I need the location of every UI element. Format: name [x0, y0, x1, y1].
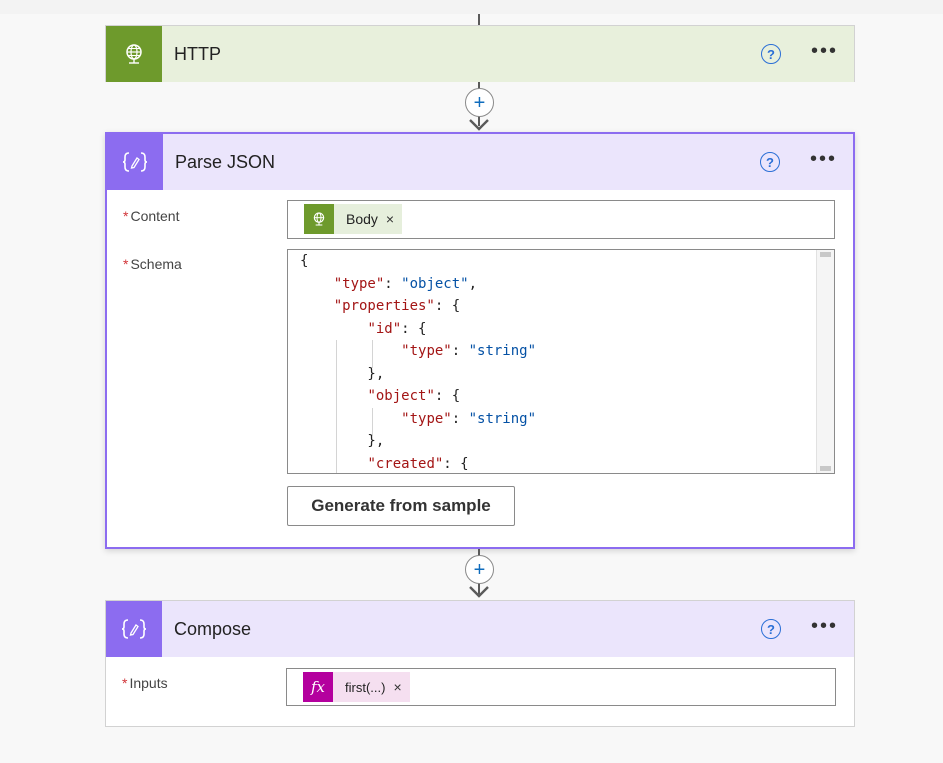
compose-card-title: Compose — [174, 618, 252, 639]
first-expression-token-label: first(...) — [345, 679, 386, 695]
connector-line — [478, 14, 480, 25]
code-line: "id": { — [367, 320, 427, 337]
close-icon[interactable]: × — [385, 211, 395, 227]
top-strip — [0, 0, 943, 14]
code-line: "type": "string" — [401, 410, 537, 427]
code-line: { — [300, 253, 309, 269]
http-card-title: HTTP — [174, 43, 221, 64]
question-circle-icon[interactable]: ? — [759, 152, 780, 172]
schema-editor[interactable]: { "type": "object", "properties": { "id"… — [287, 249, 835, 474]
required-marker: * — [122, 675, 128, 691]
ellipsis-icon[interactable]: ••• — [810, 615, 838, 637]
question-circle-icon[interactable]: ? — [760, 619, 781, 639]
schema-label: *Schema — [123, 256, 182, 272]
code-line: "created": { — [367, 455, 469, 472]
body-token-label: Body — [346, 211, 378, 227]
ellipsis-icon[interactable]: ••• — [810, 40, 838, 62]
parse-json-card-title: Parse JSON — [175, 151, 276, 172]
parse-json-action-card[interactable]: Parse JSON ? ••• *Content Body × — [105, 132, 855, 549]
json-braces-icon — [106, 601, 162, 657]
close-icon[interactable]: × — [393, 679, 402, 695]
http-action-card[interactable]: HTTP ? ••• — [105, 25, 855, 82]
globe-icon — [304, 204, 334, 234]
content-label: *Content — [123, 208, 180, 224]
inputs-label: *Inputs — [122, 675, 168, 691]
body-token[interactable]: Body × — [304, 204, 403, 234]
code-line: "object": { — [367, 388, 461, 404]
function-icon: fx — [303, 672, 333, 702]
indent-guide — [336, 340, 337, 473]
code-line: }, — [300, 365, 385, 382]
indent-guide — [372, 340, 373, 368]
schema-code[interactable]: { "type": "object", "properties": { "id"… — [300, 250, 537, 473]
scrollbar-down-marker[interactable] — [820, 466, 831, 471]
code-line: }, — [300, 433, 385, 449]
content-field[interactable]: Body × — [287, 200, 835, 239]
json-braces-icon — [107, 134, 163, 190]
connector-arrow-icon — [469, 586, 489, 598]
generate-from-sample-button[interactable]: Generate from sample — [287, 486, 515, 526]
code-line: "properties": { — [333, 298, 461, 314]
inputs-field[interactable]: fx first(...) × — [286, 668, 836, 706]
compose-card-body: *Inputs fx first(...) × — [106, 657, 854, 726]
compose-action-card[interactable]: Compose ? ••• *Inputs fx first(...) × — [105, 600, 855, 727]
scrollbar-up-marker[interactable] — [820, 252, 831, 257]
schema-label-text: Schema — [130, 256, 182, 272]
parse-json-card-body: *Content Body × *Schema — [107, 190, 853, 547]
required-marker: * — [123, 256, 129, 272]
connector-arrow-icon — [469, 119, 489, 131]
parse-json-card-header[interactable]: Parse JSON ? ••• — [107, 134, 853, 190]
indent-guide — [372, 408, 373, 436]
ellipsis-icon[interactable]: ••• — [809, 148, 837, 170]
compose-card-header[interactable]: Compose ? ••• — [106, 601, 854, 657]
add-step-button[interactable]: + — [465, 88, 494, 117]
first-expression-token[interactable]: fx first(...) × — [303, 672, 410, 702]
globe-icon — [106, 26, 162, 82]
editor-scrollbar[interactable] — [816, 250, 834, 473]
http-card-header[interactable]: HTTP ? ••• — [106, 26, 854, 82]
question-circle-icon[interactable]: ? — [760, 44, 781, 64]
required-marker: * — [123, 208, 129, 224]
content-label-text: Content — [130, 208, 180, 224]
code-line: "type": "object", — [333, 275, 478, 292]
inputs-label-text: Inputs — [129, 675, 168, 691]
add-step-button[interactable]: + — [465, 555, 494, 584]
code-line: "type": "string" — [401, 343, 537, 359]
